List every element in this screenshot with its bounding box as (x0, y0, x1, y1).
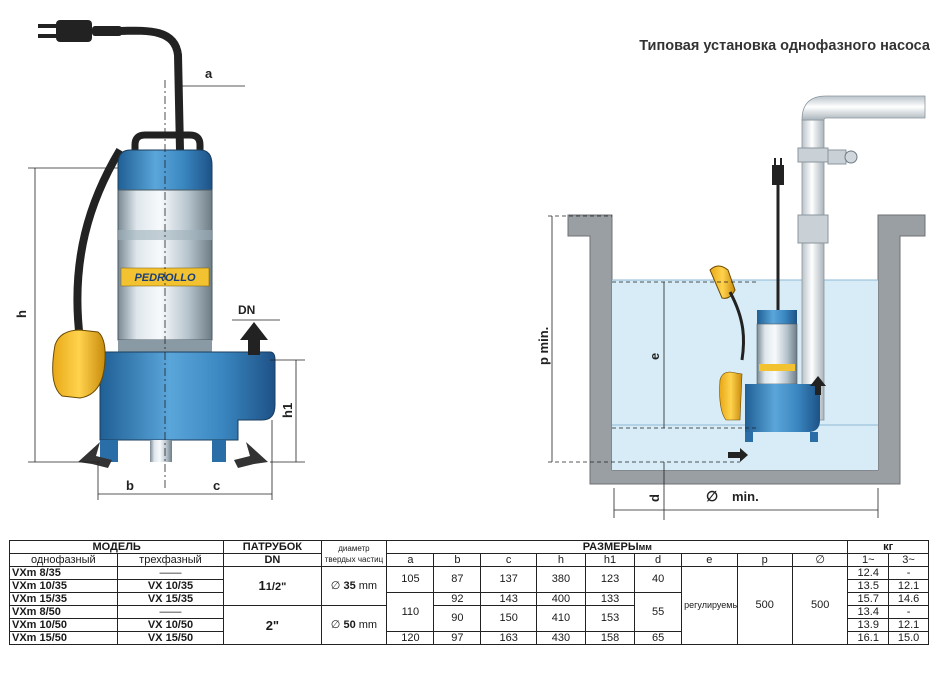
dim-e-label: e (647, 353, 662, 360)
particle-group2: ∅ 50 mm (320, 605, 388, 645)
table-row: VXm 15/50 VX 15/50 120 97 163 430 158 65… (9, 631, 929, 645)
col-p: p (736, 553, 793, 567)
dim-a-label: a (205, 66, 213, 81)
e-value: регулируемый (681, 566, 738, 645)
dn-group2: 2" (223, 605, 322, 645)
dim-d-label: d (647, 494, 662, 502)
dim-b-label: b (126, 478, 134, 493)
table-row: VXm 8/50 —— 2" ∅ 50 mm 90 150 410 153 13… (9, 605, 929, 645)
weight-header: кг (847, 540, 929, 554)
diam-value: 500 (791, 566, 849, 645)
table-row: VXm 8/35 —— 11/2" ∅ 35 mm 105 87 137 380… (9, 566, 929, 645)
col-w1: 1~ (847, 553, 890, 567)
col-h1: h1 (584, 553, 636, 567)
dim-dn-label: DN (238, 303, 255, 317)
outlet-dn-header: DN (223, 553, 322, 567)
pump-drawing: PEDROLLO (38, 20, 276, 468)
diam-symbol-icon: ∅ (706, 488, 718, 504)
particle-group1: ∅ 35 mm (320, 566, 388, 606)
particle-header: диаметр твердых частиц (320, 540, 388, 567)
technical-drawing: PEDROLLO a h h1 b c DN (14, 20, 926, 520)
model-header: МОДЕЛЬ (8, 540, 225, 554)
dims-header: РАЗМЕРЫмм (386, 540, 849, 554)
p-value: 500 (736, 566, 793, 645)
col-b: b (433, 553, 482, 567)
dim-pmin-label: p min. (536, 327, 551, 365)
dn-group1: 11/2" (223, 566, 322, 606)
spec-table: МОДЕЛЬ ПАТРУБОК диаметр твердых частиц Р… (8, 540, 929, 645)
dim-diam-min-label: min. (732, 489, 759, 504)
col-d: d (634, 553, 683, 567)
col-w3: 3~ (888, 553, 929, 567)
dim-c-label: c (213, 478, 220, 493)
three-phase-header: трехфазный (116, 553, 225, 567)
col-h: h (535, 553, 586, 567)
col-diam: ∅ (791, 553, 849, 567)
installation-title: Типовая установка однофазного насоса (639, 38, 930, 54)
table-row: VXm 15/35 VX 15/35 110 92 143 400 133 55… (9, 592, 929, 632)
dim-h1-label: h1 (280, 403, 295, 418)
installation-drawing (567, 95, 926, 485)
outlet-header: ПАТРУБОК (223, 540, 322, 554)
single-phase-header: однофазный (9, 553, 118, 567)
plug-icon (38, 20, 184, 151)
dim-h-label: h (14, 310, 29, 318)
install-dimension-lines (548, 215, 879, 520)
col-c: c (480, 553, 537, 567)
pump-dimension-lines (28, 80, 305, 500)
col-e: e (681, 553, 738, 567)
col-a: a (386, 553, 435, 567)
